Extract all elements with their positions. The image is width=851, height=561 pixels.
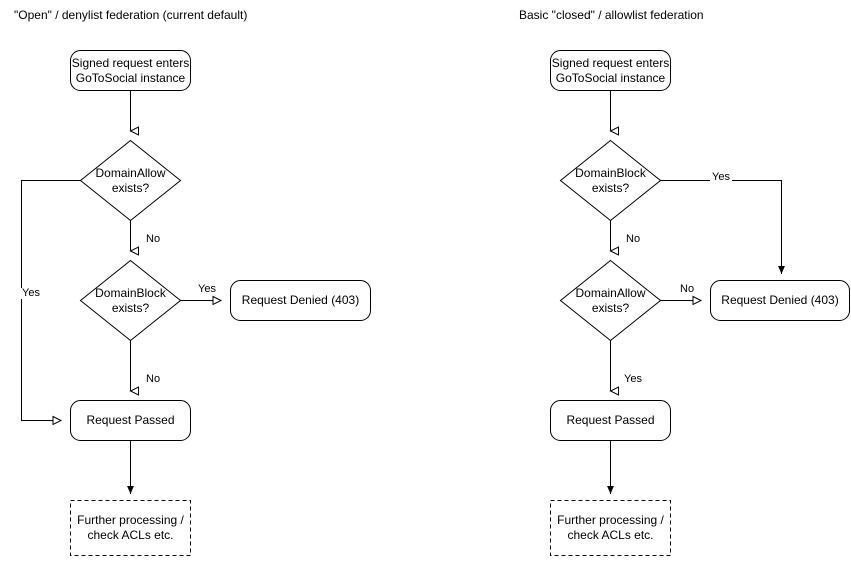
node-entry-shape xyxy=(70,50,191,91)
edge-label-allow-yes: Yes xyxy=(622,373,644,385)
node-passed-shape xyxy=(70,400,191,441)
diagram-title-closed-allowlist: Basic "closed" / allowlist federation xyxy=(519,8,704,22)
node-decision-allow-shape xyxy=(559,259,662,342)
node-decision-block-shape xyxy=(559,139,662,222)
node-further-shape xyxy=(550,500,671,556)
edge-label-block-yes: Yes xyxy=(710,171,732,183)
edge-label-allow-no: No xyxy=(678,283,697,295)
node-decision-block-shape xyxy=(79,259,182,342)
node-entry-shape xyxy=(550,50,671,91)
node-further-shape xyxy=(70,500,191,556)
node-denied-shape xyxy=(230,280,371,321)
edge-block-yes-to-denied xyxy=(660,180,785,274)
diagram-open-denylist xyxy=(21,50,371,556)
node-denied-shape xyxy=(710,280,850,321)
node-passed-shape xyxy=(550,400,671,441)
edge-label-allow-yes: Yes xyxy=(20,287,42,299)
diagram-closed-allowlist xyxy=(550,50,850,556)
edge-label-block-no: No xyxy=(624,233,643,245)
edge-label-block-no: No xyxy=(144,373,163,385)
edge-label-block-yes: Yes xyxy=(196,283,218,295)
node-decision-allow-shape xyxy=(79,139,182,222)
diagram-title-open-denylist: "Open" / denylist federation (current de… xyxy=(14,8,248,22)
edge-label-allow-no: No xyxy=(144,233,163,245)
edge-allow-yes-to-passed xyxy=(21,180,81,426)
